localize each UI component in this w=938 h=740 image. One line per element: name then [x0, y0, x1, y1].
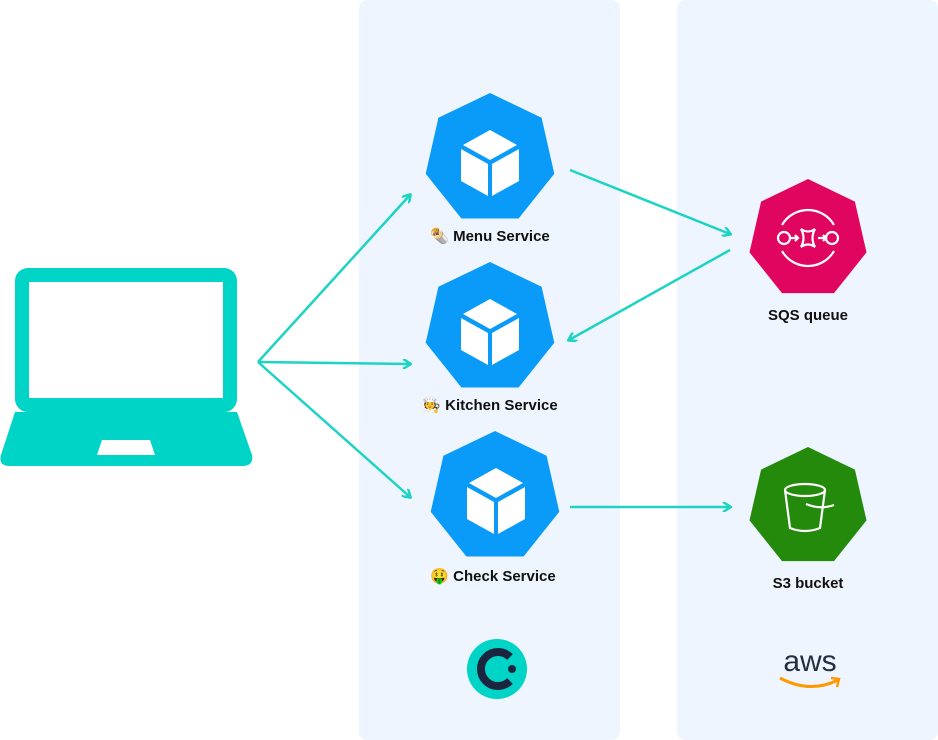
- sqs-queue-node[interactable]: [749, 179, 867, 294]
- sqs-queue-label: SQS queue: [767, 307, 849, 324]
- svg-text:aws: aws: [783, 645, 836, 678]
- kitchen-service-label: 🧑‍🍳 Kitchen Service: [422, 397, 558, 414]
- check-service-label: 🤑 Check Service: [430, 568, 556, 585]
- sqs-queue-icon: [776, 208, 840, 268]
- burrito-emoji: 🌯: [430, 228, 449, 245]
- cube-icon: [467, 468, 525, 534]
- cyclops-logo: [467, 639, 527, 699]
- menu-service-label: 🌯 Menu Service: [430, 228, 550, 245]
- arrow-client-menu: [257, 195, 410, 363]
- laptop-icon: [0, 268, 253, 466]
- arrow-client-check: [257, 361, 410, 497]
- money-face-emoji: 🤑: [430, 568, 449, 585]
- arrow-sqs-kitchen: [569, 248, 731, 340]
- cube-icon: [461, 130, 519, 196]
- cube-icon: [461, 299, 519, 365]
- aws-panel: [677, 0, 938, 740]
- bucket-icon: [783, 482, 835, 533]
- arrow-menu-sqs: [569, 168, 730, 234]
- aws-logo: aws: [779, 645, 841, 688]
- chef-emoji: 🧑‍🍳: [422, 397, 441, 414]
- arrow-client-kitchen: [257, 362, 410, 364]
- s3-bucket-label: S3 bucket: [772, 575, 844, 592]
